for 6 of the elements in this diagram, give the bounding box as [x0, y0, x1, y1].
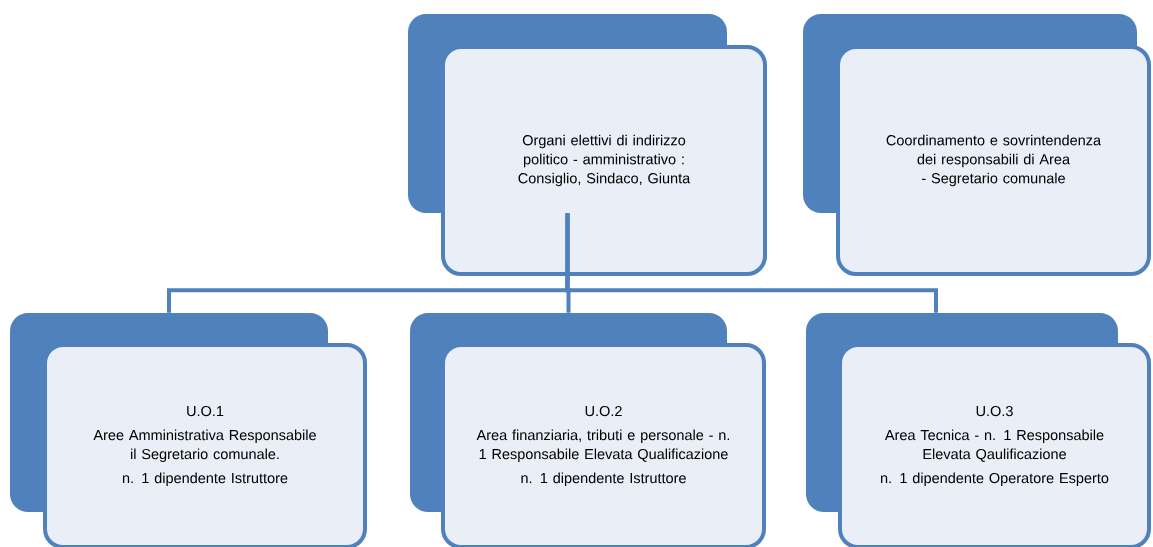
- org-box: Coordinamento e sovrintendenza dei responsabili di Area - Segretario comunale: [836, 45, 1151, 276]
- org-box: U.O.2 Area finanziaria, tributi e personale - n. 1 Responsabile Elevata Qualificazione n. 1 dipendente Istruttore: [441, 343, 766, 547]
- connector-line: [565, 213, 938, 313]
- org-box: Organi elettivi di indirizzo politico - amministrativo : Consiglio, Sindaco, Giunta: [441, 45, 767, 276]
- org-box: U.O.1 Aree Amministrativa Responsabile il Segretario comunale. n. 1 dipendente Istruttore: [43, 343, 367, 547]
- org-box: U.O.3 Area Tecnica - n. 1 Responsabile Elevata Qaulificazione n. 1 dipendente Operatore Esperto: [838, 343, 1151, 547]
